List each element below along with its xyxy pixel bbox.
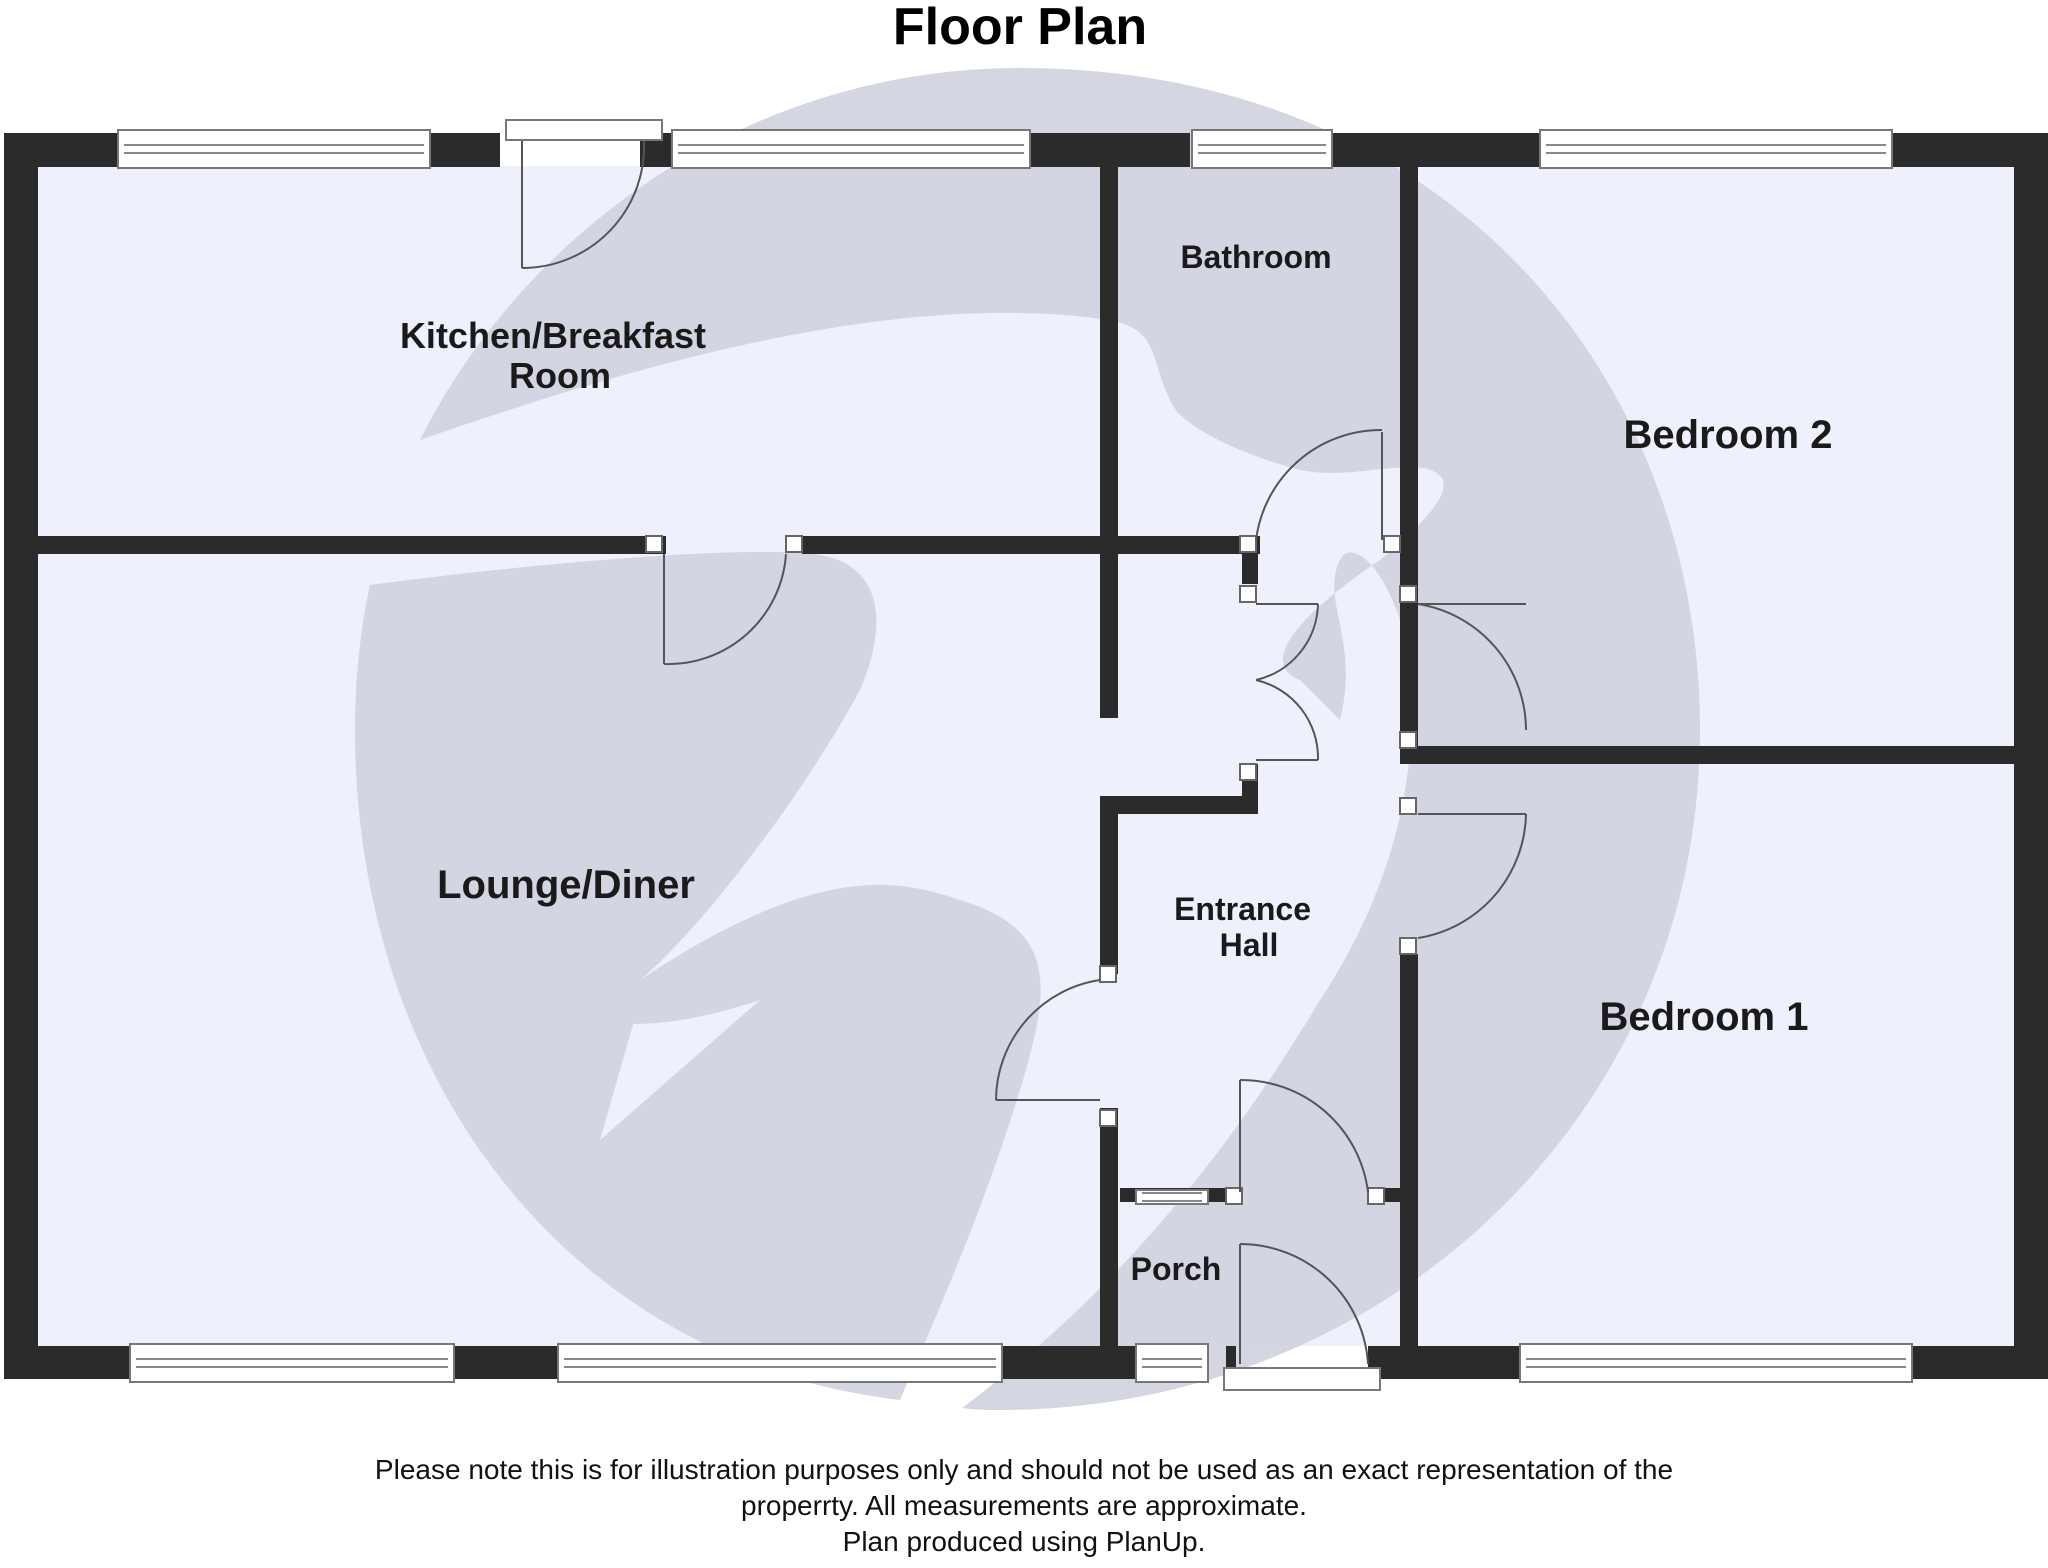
room-label-kitchen: Kitchen/Breakfast Room [400, 315, 716, 396]
door-jamb [1399, 731, 1417, 749]
wall-segment [1400, 954, 1418, 1194]
wall-segment [1350, 133, 1540, 167]
wall-segment [1242, 554, 1258, 584]
walls [4, 133, 2048, 1379]
wall-segment [1226, 1346, 1236, 1379]
door [1417, 813, 1527, 939]
room-label-entrance-hall: Entrance Hall [1174, 891, 1320, 963]
wall-segment [4, 1346, 132, 1379]
door-jamb [1225, 1187, 1243, 1205]
wall-segment [1910, 1346, 2048, 1379]
door-jamb [645, 535, 663, 553]
door-jamb [1399, 585, 1417, 603]
wall-segment [1100, 166, 1118, 718]
watermark-logo [355, 68, 1700, 1410]
door-swing-arc [1417, 603, 1527, 731]
wall-segment [1110, 536, 1260, 554]
window-frame [129, 1343, 455, 1383]
plan-title: Floor Plan [893, 0, 1147, 56]
door-swing-arc [663, 553, 787, 666]
door-jamb [1399, 797, 1417, 815]
wall-segment [451, 1346, 559, 1379]
disclaimer-line-1: Please note this is for illustration pur… [374, 1454, 1674, 1485]
wall-segment [2014, 133, 2048, 1379]
door [1239, 1078, 1369, 1193]
door [1255, 603, 1319, 681]
wall-segment [1400, 584, 1418, 734]
room-label-porch: Porch [1131, 1251, 1222, 1287]
door [663, 553, 787, 666]
door-swing-arc [1239, 1078, 1369, 1193]
room-label-lounge: Lounge/Diner [437, 863, 695, 907]
wall-segment [1100, 1108, 1118, 1346]
door-swing-arc [1255, 679, 1320, 761]
disclaimer: Please note this is for illustration pur… [0, 1452, 2048, 1560]
disclaimer-line-2: properrty. All measurements are approxim… [741, 1490, 1307, 1521]
door-jambs [645, 535, 1417, 1205]
doors [505, 119, 1527, 1391]
wall-segment [1400, 166, 1418, 586]
door-jamb [1367, 1187, 1385, 1205]
door [1255, 679, 1320, 761]
wall-segment [998, 1346, 1138, 1379]
window [1519, 1343, 1913, 1383]
entrance-threshold [1223, 1367, 1381, 1391]
door [995, 979, 1101, 1101]
windows [117, 129, 1913, 1383]
room-label-bathroom: Bathroom [1180, 239, 1331, 275]
door-swing-arc [995, 979, 1101, 1101]
wall-segment [1418, 746, 2014, 764]
wall-segment [1380, 1346, 1520, 1379]
door [1255, 428, 1383, 541]
window-frame [557, 1343, 1003, 1383]
door [521, 139, 646, 270]
window [129, 1343, 455, 1383]
door-jamb [785, 535, 803, 553]
window-frame [671, 129, 1031, 169]
door-swing-arc [1255, 603, 1319, 681]
window-frame [1191, 129, 1333, 169]
door [1239, 1242, 1369, 1365]
disclaimer-line-3: Plan produced using PlanUp. [842, 1526, 1206, 1557]
room-label-bedroom-2: Bedroom 2 [1624, 413, 1833, 457]
door-swing-arc [521, 139, 646, 270]
window [1191, 129, 1333, 169]
window [117, 129, 431, 169]
room-label-bedroom-1: Bedroom 1 [1600, 995, 1809, 1039]
door-jamb [1099, 965, 1117, 983]
door-jamb [1399, 937, 1417, 955]
wall-segment [1100, 814, 1118, 974]
window-frame [1539, 129, 1893, 169]
window [1539, 129, 1893, 169]
door-swing-arc [1239, 1242, 1369, 1365]
wall-segment [1100, 796, 1258, 814]
window [1135, 1343, 1209, 1383]
door-jamb [1383, 535, 1401, 553]
door-jamb [1239, 535, 1257, 553]
window [671, 129, 1031, 169]
wall-segment [802, 536, 1112, 554]
door-jamb [1239, 585, 1257, 603]
door-jamb [1099, 1109, 1117, 1127]
wall-segment [36, 536, 666, 554]
window-frame [1135, 1343, 1209, 1383]
window-frame [1519, 1343, 1913, 1383]
wall-segment [4, 133, 38, 1379]
door-swing-arc [1255, 428, 1383, 541]
kitchen-door-frame [505, 119, 663, 141]
window-frame [117, 129, 431, 169]
window [557, 1343, 1003, 1383]
window [1135, 1189, 1209, 1205]
door [1417, 603, 1527, 731]
door-swing-arc [1417, 813, 1527, 939]
door-jamb [1239, 763, 1257, 781]
wall-segment [1400, 1184, 1418, 1346]
